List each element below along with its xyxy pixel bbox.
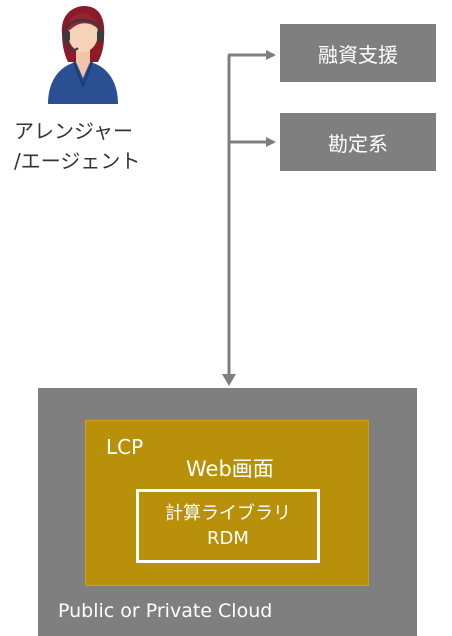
lcp-label: LCP bbox=[106, 435, 144, 459]
system-box-loan-support: 融資支援 bbox=[280, 24, 436, 82]
agent-label-line2: /エージェント bbox=[14, 149, 141, 173]
rdm-label: RDM bbox=[207, 528, 249, 549]
agent-label-line1: アレンジャー bbox=[14, 119, 133, 143]
library-label: 計算ライブラリ bbox=[165, 503, 291, 524]
lcp-platform: LCP Web画面 計算ライブラリ RDM bbox=[85, 420, 369, 586]
system-box-core-banking: 勘定系 bbox=[280, 113, 436, 171]
calculation-library-box: 計算ライブラリ RDM bbox=[136, 489, 320, 563]
agent-label: アレンジャー /エージェント bbox=[14, 116, 164, 176]
web-screen-label: Web画面 bbox=[186, 457, 274, 481]
cloud-container: LCP Web画面 計算ライブラリ RDM Public or Private … bbox=[38, 388, 417, 636]
customer-support-headset-icon bbox=[40, 4, 124, 104]
cloud-label: Public or Private Cloud bbox=[58, 600, 273, 622]
arrow-to-cloud bbox=[222, 374, 236, 386]
